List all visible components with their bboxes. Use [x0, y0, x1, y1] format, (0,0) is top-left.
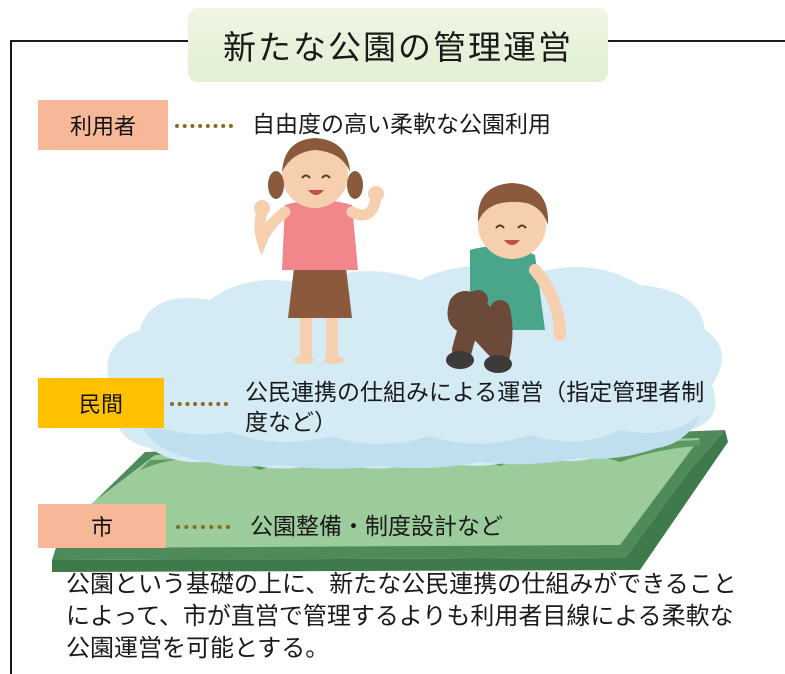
desc-private: 公民連携の仕組みによる運営（指定管理者制度など） — [245, 380, 705, 436]
title-box: 新たな公園の管理運営 — [188, 8, 608, 82]
label-city-text: 市 — [90, 516, 113, 541]
desc-users: 自由度の高い柔軟な公園利用 — [252, 112, 551, 138]
frame-top-line-left — [10, 40, 190, 42]
caption-text: 公園という基礎の上に、新たな公民連携の仕組みができることによって、市が直営で管理… — [66, 570, 737, 662]
boy-figure — [446, 183, 566, 373]
desc-city: 公園整備・制度設計など — [250, 514, 503, 540]
frame-left-line — [10, 40, 12, 674]
label-city: 市 — [38, 504, 166, 548]
dots-users — [175, 124, 233, 128]
label-private-text: 民間 — [78, 393, 123, 418]
girl-figure — [254, 138, 384, 364]
frame-top-line-right — [606, 40, 785, 42]
dots-private — [170, 402, 228, 406]
label-users-text: 利用者 — [69, 115, 136, 140]
cloud-layer — [107, 266, 722, 469]
title-text: 新たな公園の管理運営 — [223, 28, 573, 67]
label-private: 民間 — [38, 378, 164, 428]
dots-city — [176, 525, 230, 529]
label-users: 利用者 — [38, 100, 168, 150]
